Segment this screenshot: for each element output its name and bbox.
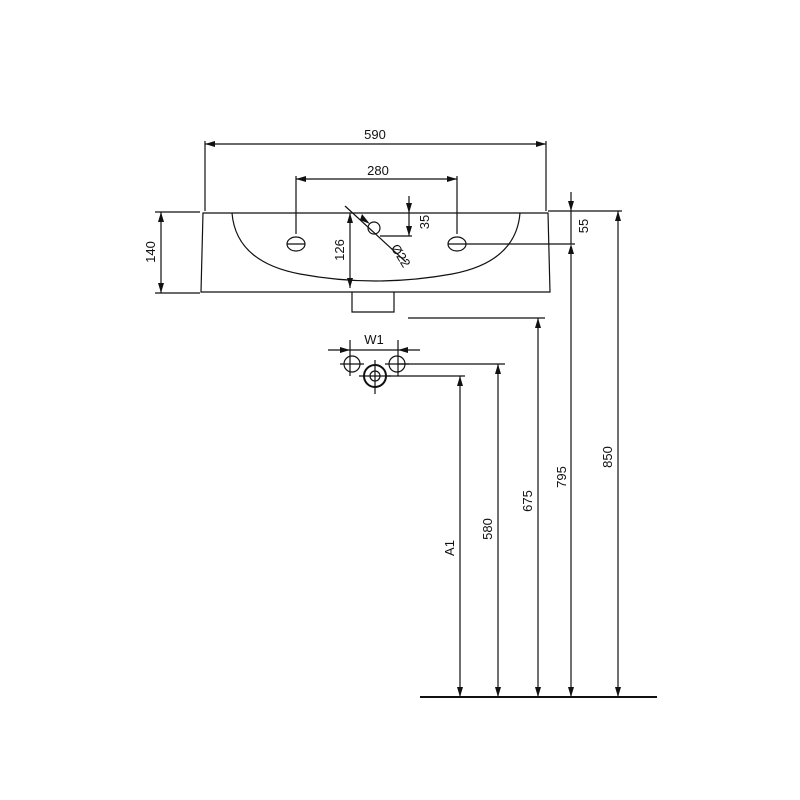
dimension-580: 580: [480, 364, 501, 697]
label-795: 795: [554, 466, 569, 488]
overflow-hole: [367, 221, 381, 235]
label-126: 126: [332, 239, 347, 261]
dimension-280: 280: [295, 163, 458, 234]
dimension-55: 55: [466, 192, 622, 254]
tap-hole-right: [447, 236, 467, 252]
label-140: 140: [143, 241, 158, 263]
dimension-126: 126: [332, 213, 353, 288]
dimension-35: 35: [380, 196, 432, 237]
dimension-140: 140: [143, 211, 200, 294]
label-280: 280: [367, 163, 389, 178]
label-675: 675: [520, 490, 535, 512]
label-w1: W1: [364, 332, 384, 347]
dimension-795: 795: [554, 254, 574, 697]
dimension-a1: A1: [442, 376, 463, 697]
label-580: 580: [480, 518, 495, 540]
label-35: 35: [417, 215, 432, 229]
label-55: 55: [576, 219, 591, 233]
label-diameter: Ø22: [388, 241, 414, 270]
waste-fitting: W1: [328, 332, 420, 394]
reference-lines: [385, 317, 545, 377]
label-a1: A1: [442, 540, 457, 556]
dimension-675: 675: [520, 318, 541, 697]
basin-outline: [200, 212, 551, 313]
dimension-diameter: Ø22: [344, 205, 414, 270]
label-590: 590: [364, 127, 386, 142]
dimension-850: 850: [600, 211, 621, 697]
dimension-590: 590: [204, 127, 547, 211]
label-850: 850: [600, 446, 615, 468]
tap-hole-left: [286, 236, 306, 252]
